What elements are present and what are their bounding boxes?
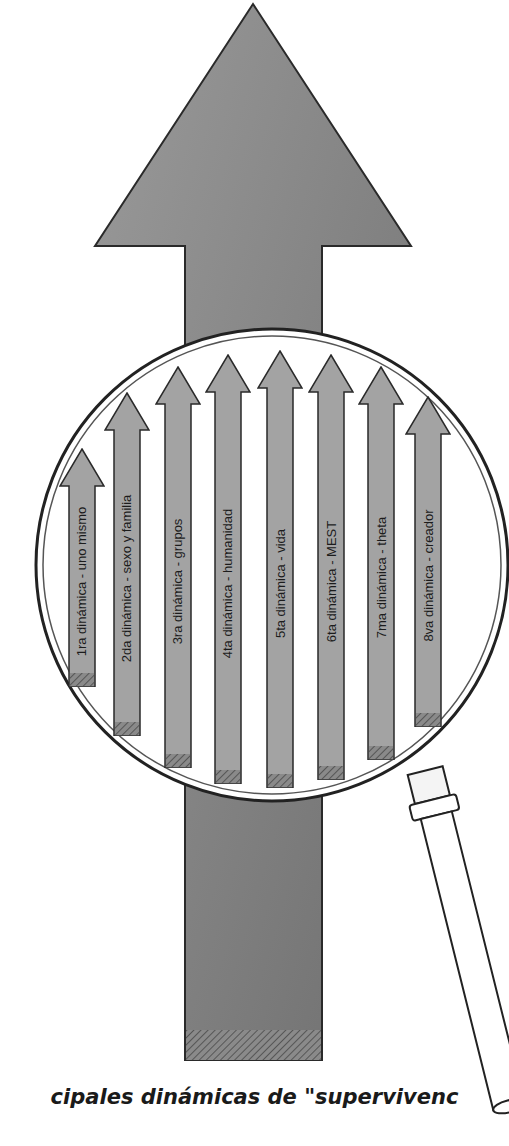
lens-handle: [402, 765, 509, 1118]
dynamic-arrow: 2da dinámica - sexo y familia: [104, 392, 150, 736]
lens-glass: [43, 336, 501, 794]
arrow-body: [406, 397, 450, 727]
arrow-hatch: [319, 766, 343, 779]
dynamic-label: 3ra dinámica - grupos: [171, 518, 184, 644]
arrow-body: [359, 367, 403, 760]
dynamic-arrow: 3ra dinámica - grupos: [155, 366, 201, 768]
arrow-body: [156, 367, 200, 768]
arrow-hatch: [115, 722, 139, 735]
arrow-body: [60, 449, 104, 687]
arrow-hatch: [166, 754, 190, 767]
dynamic-arrow: 7ma dinámica - theta: [358, 366, 404, 760]
dynamic-label: 6ta dinámica - MEST: [325, 520, 338, 641]
dynamic-label: 2da dinámica - sexo y familia: [120, 494, 133, 662]
arrow-hatch: [416, 713, 440, 726]
arrow-hatch: [70, 673, 94, 686]
dynamic-label: 7ma dinámica - theta: [375, 516, 388, 637]
dynamic-arrow: 8va dinámica - creador: [405, 396, 451, 727]
arrow-body: [206, 355, 250, 784]
dynamic-arrow: 6ta dinámica - MEST: [308, 354, 354, 780]
dynamic-label: 1ra dinámica - uno mismo: [75, 507, 88, 657]
dynamic-label: 5ta dinámica - vida: [274, 528, 287, 637]
dynamic-arrow: 5ta dinámica - vida: [257, 350, 303, 788]
arrow-hatch: [186, 1030, 321, 1060]
arrow-body: [309, 355, 353, 780]
arrow-hatch: [268, 774, 292, 787]
arrow-hatch: [216, 770, 240, 783]
dynamic-arrow: 4ta dinámica - humanidad: [205, 354, 251, 784]
arrow-hatch: [369, 746, 393, 759]
arrow-body: [258, 351, 302, 788]
lens-rim: [36, 329, 508, 801]
dynamic-label: 8va dinámica - creador: [422, 509, 435, 641]
caption-text: cipales dinámicas de "supervivenc: [51, 1086, 459, 1109]
dynamic-arrow: 1ra dinámica - uno mismo: [59, 448, 105, 687]
arrow-body: [105, 393, 149, 736]
dynamic-label: 4ta dinámica - humanidad: [221, 508, 234, 658]
